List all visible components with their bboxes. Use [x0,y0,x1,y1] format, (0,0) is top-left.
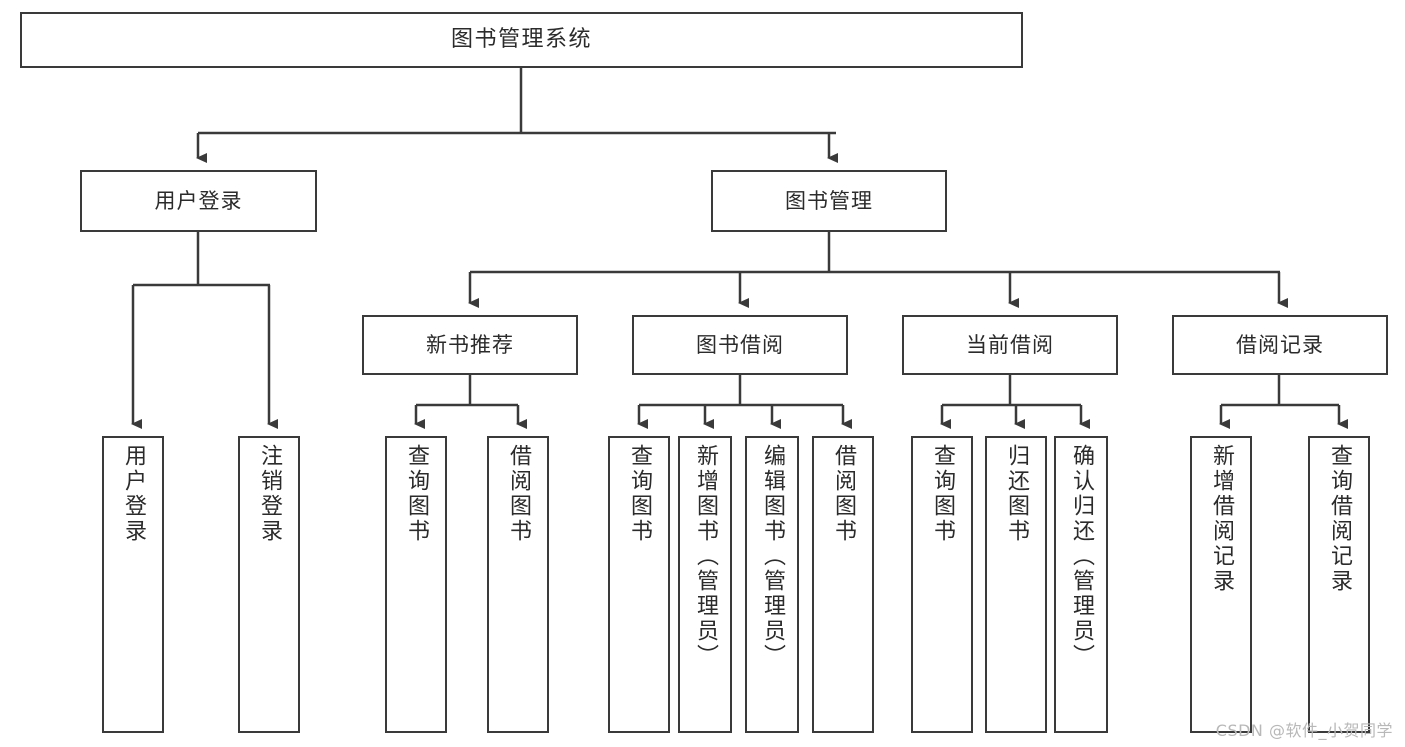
node-leaf-borrow-edit-book[interactable]: 编辑图书（管理员） [745,436,799,733]
node-leaf-borrow-add-book[interactable]: 新增图书（管理员） [678,436,732,733]
node-root-label: 图书管理系统 [450,27,592,53]
node-book-borrow[interactable]: 图书借阅 [632,315,848,375]
node-leaf-borrow-edit-book-label: 编辑图书（管理员） [760,444,785,669]
node-borrow-record-label: 借阅记录 [1236,332,1324,357]
node-book-manage[interactable]: 图书管理 [711,170,947,232]
node-borrow-record[interactable]: 借阅记录 [1172,315,1388,375]
node-leaf-user-login-label: 用户登录 [121,444,146,544]
node-leaf-borrow-borrow-book[interactable]: 借阅图书 [812,436,874,733]
node-leaf-cur-query-book-label: 查询图书 [930,444,955,544]
node-leaf-borrow-borrow-book-label: 借阅图书 [831,444,856,544]
node-leaf-user-logout[interactable]: 注销登录 [238,436,300,733]
node-leaf-rec-query-record[interactable]: 查询借阅记录 [1308,436,1370,733]
node-leaf-user-logout-label: 注销登录 [257,444,282,544]
node-leaf-borrow-query-book[interactable]: 查询图书 [608,436,670,733]
node-new-book-rec[interactable]: 新书推荐 [362,315,578,375]
csdn-watermark: CSDN @软件_小贺同学 [1215,721,1393,740]
node-user-login[interactable]: 用户登录 [80,170,317,232]
node-leaf-cur-return-book-label: 归还图书 [1004,444,1029,544]
node-leaf-borrow-query-book-label: 查询图书 [627,444,652,544]
node-new-book-rec-label: 新书推荐 [426,332,514,357]
node-root[interactable]: 图书管理系统 [20,12,1023,68]
node-leaf-rec-query-record-label: 查询借阅记录 [1327,444,1352,594]
node-leaf-rec-query-book-label: 查询图书 [404,444,429,544]
node-leaf-cur-confirm-return[interactable]: 确认归还（管理员） [1054,436,1108,733]
node-leaf-cur-return-book[interactable]: 归还图书 [985,436,1047,733]
node-book-manage-label: 图书管理 [785,188,873,213]
node-leaf-rec-query-book[interactable]: 查询图书 [385,436,447,733]
node-user-login-label: 用户登录 [154,188,243,213]
node-current-borrow-label: 当前借阅 [966,332,1054,357]
node-leaf-rec-borrow-book-label: 借阅图书 [506,444,531,544]
node-leaf-borrow-add-book-label: 新增图书（管理员） [693,444,718,669]
node-book-borrow-label: 图书借阅 [696,332,784,357]
node-leaf-rec-add-record-label: 新增借阅记录 [1209,444,1234,594]
node-leaf-user-login[interactable]: 用户登录 [102,436,164,733]
node-leaf-rec-add-record[interactable]: 新增借阅记录 [1190,436,1252,733]
node-current-borrow[interactable]: 当前借阅 [902,315,1118,375]
node-leaf-cur-confirm-return-label: 确认归还（管理员） [1069,444,1094,669]
node-leaf-cur-query-book[interactable]: 查询图书 [911,436,973,733]
node-leaf-rec-borrow-book[interactable]: 借阅图书 [487,436,549,733]
